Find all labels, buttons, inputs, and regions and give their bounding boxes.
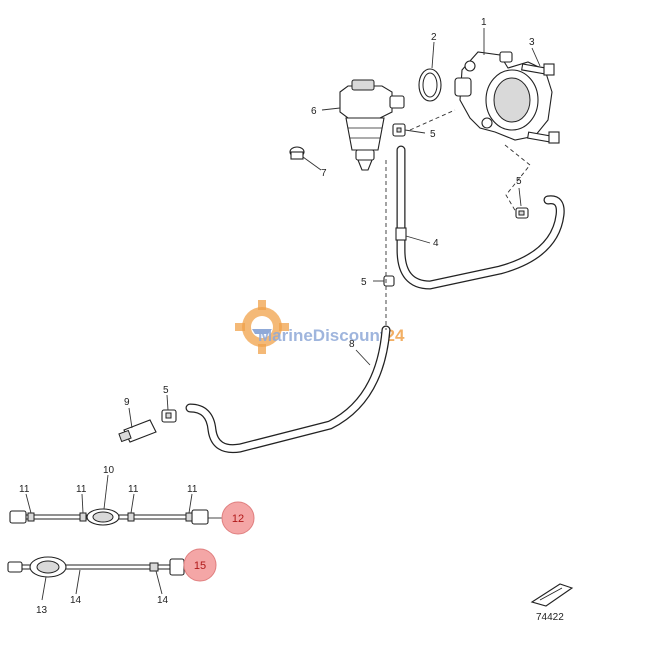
- callout-9: 9: [124, 397, 130, 408]
- callout-5-lower: 5: [163, 385, 169, 396]
- hose-clamp-11d: [185, 512, 193, 522]
- primer-bulb-10[interactable]: [86, 508, 120, 526]
- engine-connector-right: [191, 509, 209, 525]
- hose-clamp-middle[interactable]: [383, 275, 395, 287]
- hose-clamp-11a: [27, 512, 35, 522]
- fuel-line-assembly-12[interactable]: [9, 508, 209, 526]
- callout-1: 1: [481, 17, 487, 28]
- fuel-pump[interactable]: [454, 51, 553, 141]
- bracket-part: [530, 583, 574, 607]
- hose-clamp-11c: [127, 512, 135, 522]
- fuel-filter-assembly[interactable]: [339, 79, 405, 171]
- callout-3: 3: [529, 37, 535, 48]
- fuel-line-assembly-15[interactable]: [7, 556, 185, 578]
- watermark-logo: MarineDiscount24: [235, 300, 405, 354]
- callout-15-highlight[interactable]: 15: [183, 548, 217, 582]
- callout-6: 6: [311, 106, 317, 117]
- fuel-hose-clamp-14: [149, 562, 159, 572]
- callout-7: 7: [321, 168, 327, 179]
- callout-10: 10: [103, 465, 115, 476]
- callout-14-a: 14: [70, 595, 82, 606]
- primer-bulb-13[interactable]: [29, 556, 67, 578]
- callout-2: 2: [431, 32, 437, 43]
- leader-lines: [25, 28, 541, 601]
- hose-fitting[interactable]: [118, 419, 157, 443]
- o-ring[interactable]: [418, 68, 442, 102]
- mounting-bolt-lower[interactable]: [527, 131, 560, 144]
- callout-labels: 1 2 3 4 5 5 5 5 6 7 8 9 10 11 11 11 11 1…: [19, 17, 535, 616]
- callout-12-highlight[interactable]: 12: [221, 501, 255, 535]
- hose-clamp-upper[interactable]: [392, 123, 406, 137]
- gear-icon: [235, 300, 289, 354]
- callout-5-right: 5: [516, 176, 522, 187]
- mounting-bolt-upper[interactable]: [521, 63, 555, 76]
- fuel-hose-lower[interactable]: [185, 325, 391, 454]
- callout-12: 12: [232, 513, 244, 525]
- callout-15: 15: [194, 560, 206, 572]
- hose-clamp-11b: [79, 512, 87, 522]
- fuel-hose-upper[interactable]: [395, 145, 565, 290]
- callout-5-upper: 5: [430, 129, 436, 140]
- tank-connector-left: [9, 510, 27, 524]
- tank-connector-left-15: [7, 561, 23, 573]
- callout-11-a: 11: [19, 484, 30, 495]
- callout-5-middle: 5: [361, 277, 367, 288]
- callout-14-b: 14: [157, 595, 169, 606]
- assembly-guide-lines: [385, 109, 531, 330]
- drawing-number: 74422: [536, 612, 564, 623]
- callout-11-b: 11: [76, 484, 87, 495]
- engine-connector-right-15: [169, 558, 185, 576]
- hose-clamp-right[interactable]: [515, 207, 529, 219]
- callout-8: 8: [349, 339, 355, 350]
- callout-13: 13: [36, 605, 48, 616]
- fitting-cap[interactable]: [289, 146, 305, 160]
- callout-11-c: 11: [128, 484, 139, 495]
- hose-clamp-lower[interactable]: [161, 409, 177, 423]
- callout-11-d: 11: [187, 484, 198, 495]
- callout-4: 4: [433, 238, 439, 249]
